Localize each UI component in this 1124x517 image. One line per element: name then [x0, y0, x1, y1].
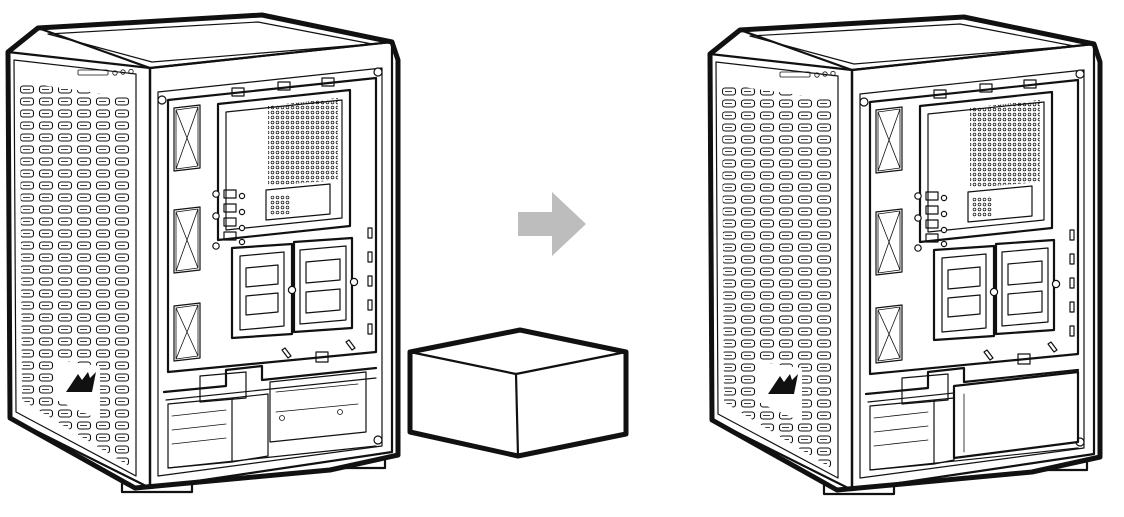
- step-arrow: [518, 192, 586, 256]
- psu-box: [407, 327, 629, 459]
- pc-case-after: [710, 17, 1100, 494]
- pc-case-before: [8, 15, 398, 492]
